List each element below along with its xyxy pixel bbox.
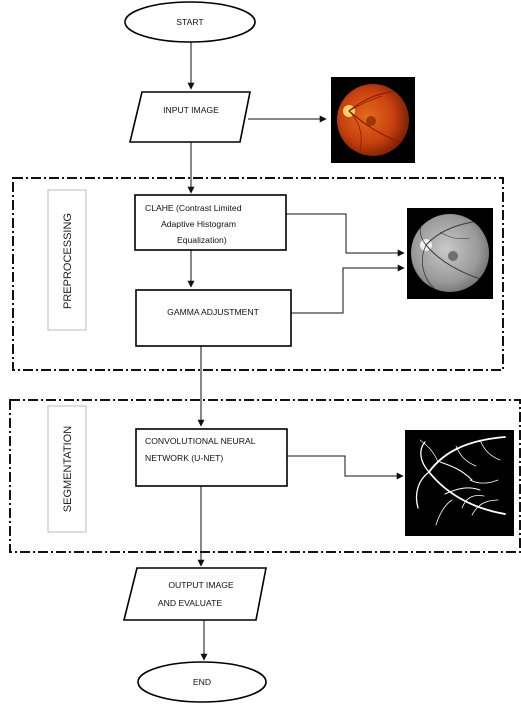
end-label: END <box>193 677 211 687</box>
vessel-map-image <box>405 430 514 536</box>
arrow-clahe-to-gray <box>286 213 405 257</box>
clahe-label-line-1: CLAHE (Contrast Limited <box>145 203 242 213</box>
input-image-label: INPUT IMAGE <box>163 105 219 115</box>
input-image-node: INPUT IMAGE <box>128 91 251 143</box>
arrow-gamma-to-gray <box>291 264 405 314</box>
clahe-label-line-3: Equalization) <box>177 235 227 245</box>
clahe-gray-image <box>407 208 493 299</box>
end-node: END <box>137 661 267 703</box>
segmentation-group-border <box>9 399 521 553</box>
output-node: OUTPUT IMAGE AND EVALUATE <box>122 567 267 621</box>
clahe-label-line-2: Adaptive Histogram <box>161 219 236 229</box>
output-label-line-1: OUTPUT IMAGE <box>168 580 234 590</box>
segmentation-label-text: SEGMENTATION <box>62 426 74 512</box>
fundus-image <box>331 77 415 163</box>
cnn-label-line-1: CONVOLUTIONAL NEURAL <box>145 436 256 446</box>
gamma-node: GAMMA ADJUSTMENT <box>135 289 292 347</box>
start-node: START <box>124 1 256 43</box>
cnn-node: CONVOLUTIONAL NEURAL NETWORK (U-NET) <box>135 428 288 487</box>
preprocessing-group-border <box>12 177 504 371</box>
cnn-label-line-2: NETWORK (U-NET) <box>145 453 223 463</box>
start-label: START <box>176 17 204 27</box>
output-label-line-2: AND EVALUATE <box>158 598 222 608</box>
preprocessing-label-text: PREPROCESSING <box>62 213 74 309</box>
segmentation-label: SEGMENTATION <box>47 405 87 533</box>
preprocessing-label: PREPROCESSING <box>47 189 87 331</box>
gamma-label: GAMMA ADJUSTMENT <box>167 307 259 317</box>
connectors <box>187 38 405 661</box>
arrow-cnn-to-vessels <box>287 455 404 480</box>
clahe-node: CLAHE (Contrast Limited Adaptive Histogr… <box>134 194 287 251</box>
